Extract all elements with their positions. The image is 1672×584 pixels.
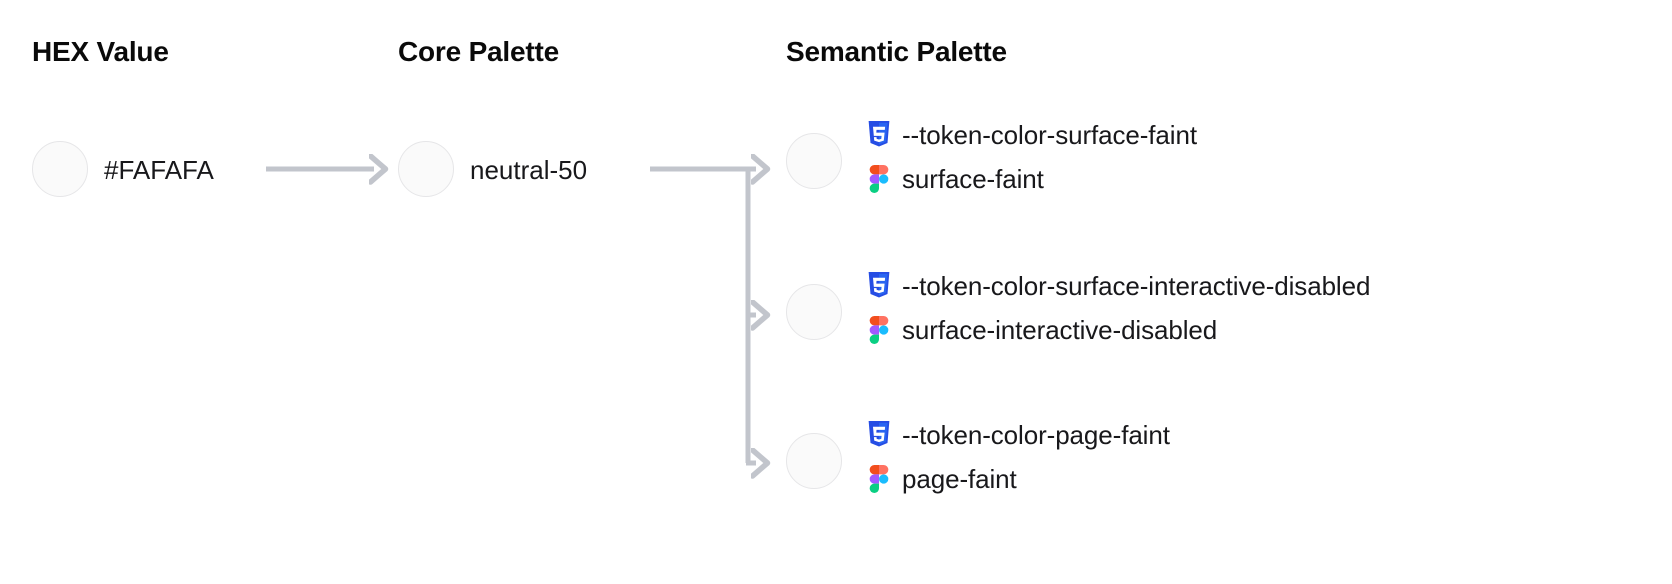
- swatch-core-palette[interactable]: [398, 141, 454, 197]
- column-heading-semantic-palette: Semantic Palette: [786, 36, 1007, 67]
- column-heading-hex-value: HEX Value: [32, 36, 169, 67]
- semantic-row: --token-color-surface-interactive-disabl…: [866, 264, 1370, 352]
- semantic-row: --token-color-surface-faint surface-fain…: [866, 113, 1197, 201]
- css-token-name: --token-color-surface-interactive-disabl…: [902, 270, 1371, 301]
- css3-icon: [868, 272, 890, 298]
- css-token-name: --token-color-page-faint: [902, 419, 1170, 450]
- swatch-semantic-3[interactable]: [786, 433, 842, 489]
- css-token-line: --token-color-surface-interactive-disabl…: [866, 264, 1370, 308]
- swatch-semantic-2[interactable]: [786, 284, 842, 340]
- css3-icon: [868, 121, 890, 147]
- figma-icon: [869, 316, 889, 344]
- figma-icon: [869, 165, 889, 193]
- semantic-row: --token-color-page-faint page-faint: [866, 413, 1170, 501]
- swatch-semantic-1[interactable]: [786, 133, 842, 189]
- figma-token-line: surface-faint: [866, 157, 1197, 201]
- figma-token-line: page-faint: [866, 457, 1170, 501]
- figma-icon: [869, 465, 889, 493]
- css-token-line: --token-color-surface-faint: [866, 113, 1197, 157]
- css-token-line: --token-color-page-faint: [866, 413, 1170, 457]
- figma-token-name: page-faint: [902, 463, 1017, 494]
- figma-token-name: surface-faint: [902, 163, 1044, 194]
- css-token-name: --token-color-surface-faint: [902, 119, 1197, 150]
- css3-icon: [868, 421, 890, 447]
- hex-value-label: #FAFAFA: [104, 155, 214, 185]
- figma-token-name: surface-interactive-disabled: [902, 314, 1218, 345]
- figma-token-line: surface-interactive-disabled: [866, 308, 1370, 352]
- swatch-hex-value[interactable]: [32, 141, 88, 197]
- core-palette-label: neutral-50: [470, 155, 588, 185]
- column-heading-core-palette: Core Palette: [398, 36, 559, 67]
